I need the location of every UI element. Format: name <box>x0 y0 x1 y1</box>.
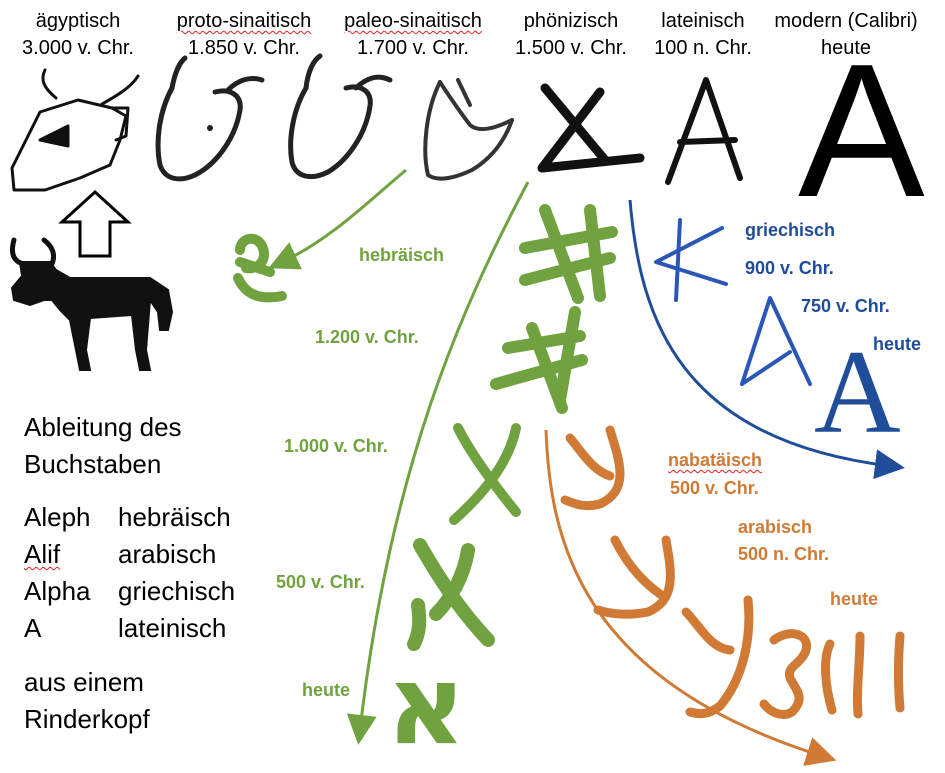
greek-modern-letter: A <box>814 325 901 458</box>
derivation-row-alpha: Alpha griechisch <box>24 573 235 610</box>
header-latin-name: lateinisch <box>661 10 745 32</box>
hebrew-date-1: 1.200 v. Chr. <box>315 327 419 347</box>
derivation-row-alif: Alif arabisch <box>24 536 216 573</box>
hebrew-variant-glyph-1 <box>233 233 287 303</box>
hebrew-branch-arrow <box>268 168 407 270</box>
header-proto-sinaitic-name: proto-sinaitisch <box>176 10 312 32</box>
derivation-row-lang: lateinisch <box>118 613 227 643</box>
nabataean-title: nabatäisch <box>668 450 763 470</box>
arabic-arrow <box>544 429 837 766</box>
origin-line-1: aus einem <box>24 667 144 697</box>
greek-today: heute <box>873 334 922 354</box>
arabic-glyph-1 <box>593 535 675 619</box>
header-egyptian: ägyptisch 3.000 v. Chr. <box>22 8 134 62</box>
nabataean-glyph <box>560 425 625 511</box>
header-phoenician: phönizisch 1.500 v. Chr. <box>515 8 627 62</box>
greek-date-2: 750 v. Chr. <box>801 296 890 316</box>
nabataean-date: 500 v. Chr. <box>670 478 759 498</box>
proto-sinaitic-eye <box>207 125 213 131</box>
header-paleo-sinaitic-name: paleo-sinaitisch <box>344 10 482 32</box>
derivation-title: Ableitung des Buchstaben <box>24 409 182 483</box>
phoenician-glyph <box>537 83 645 173</box>
header-paleo-sinaitic: paleo-sinaitisch 1.700 v. Chr. <box>344 8 482 62</box>
up-arrow-icon <box>58 189 132 258</box>
hebrew-date-2: 1.000 v. Chr. <box>284 436 388 456</box>
hebrew-date-3: 500 v. Chr. <box>276 572 365 592</box>
phoenician-variant-glyph-2 <box>490 306 588 414</box>
derivation-title-line-2: Buchstaben <box>24 449 162 479</box>
header-modern-date: heute <box>820 37 872 59</box>
greek-later-glyph <box>740 296 812 386</box>
header-latin-date: 100 n. Chr. <box>654 37 752 59</box>
derivation-row-lang: arabisch <box>118 539 217 569</box>
proto-sinaitic-glyph <box>155 55 265 182</box>
origin-text: aus einem Rinderkopf <box>24 664 150 738</box>
egyptian-ox-head-glyph <box>10 68 140 192</box>
late-sinaitic-glyph <box>423 78 514 181</box>
greek-early-glyph <box>654 218 728 302</box>
arabic-title: arabisch <box>738 517 813 537</box>
header-phoenician-date: 1.500 v. Chr. <box>515 37 627 59</box>
modern-latin-letter: A <box>798 25 925 237</box>
hebrew-modern-letter: א <box>386 641 467 769</box>
derivation-row-name: Aleph <box>24 502 91 532</box>
header-paleo-sinaitic-date: 1.700 v. Chr. <box>357 37 469 59</box>
origin-line-2: Rinderkopf <box>24 704 150 734</box>
arabic-glyph-2 <box>681 595 754 719</box>
header-phoenician-name: phönizisch <box>523 10 619 32</box>
hebrew-variant-glyph-3 <box>407 538 495 651</box>
latin-glyph <box>665 77 743 185</box>
arabic-glyph-3 <box>759 629 811 719</box>
derivation-row-aleph: Aleph hebräisch <box>24 499 231 536</box>
header-proto-sinaitic-date: 1.850 v. Chr. <box>188 37 300 59</box>
arabic-today: heute <box>830 589 879 609</box>
header-latin: lateinisch 100 n. Chr. <box>654 8 752 62</box>
derivation-row-name: A <box>24 613 42 643</box>
derivation-row-name: Alif <box>24 539 61 569</box>
hebrew-variant-glyph-2 <box>449 423 521 525</box>
header-modern-name: modern (Calibri) <box>774 10 918 32</box>
greek-arrow <box>628 199 905 480</box>
header-egyptian-date: 3.000 v. Chr. <box>22 37 134 59</box>
ox-silhouette-icon <box>9 237 174 371</box>
hebrew-today: heute <box>302 680 351 700</box>
header-proto-sinaitic: proto-sinaitisch 1.850 v. Chr. <box>177 8 312 62</box>
derivation-title-line-1: Ableitung des <box>24 412 182 442</box>
derivation-row-lang: griechisch <box>118 576 236 606</box>
greek-title: griechisch <box>745 220 836 240</box>
header-modern: modern (Calibri) heute <box>774 8 917 62</box>
header-egyptian-name: ägyptisch <box>35 10 121 32</box>
hebrew-main-arrow <box>346 181 530 745</box>
arabic-modern-glyphs <box>821 631 905 719</box>
paleo-sinaitic-glyph <box>288 53 393 180</box>
phoenician-variant-glyph-1 <box>519 204 618 304</box>
hebrew-title: hebräisch <box>359 245 445 265</box>
derivation-row-name: Alpha <box>24 576 91 606</box>
greek-date-1: 900 v. Chr. <box>745 258 834 278</box>
arabic-date: 500 n. Chr. <box>738 544 830 564</box>
derivation-row-lang: hebräisch <box>118 502 231 532</box>
